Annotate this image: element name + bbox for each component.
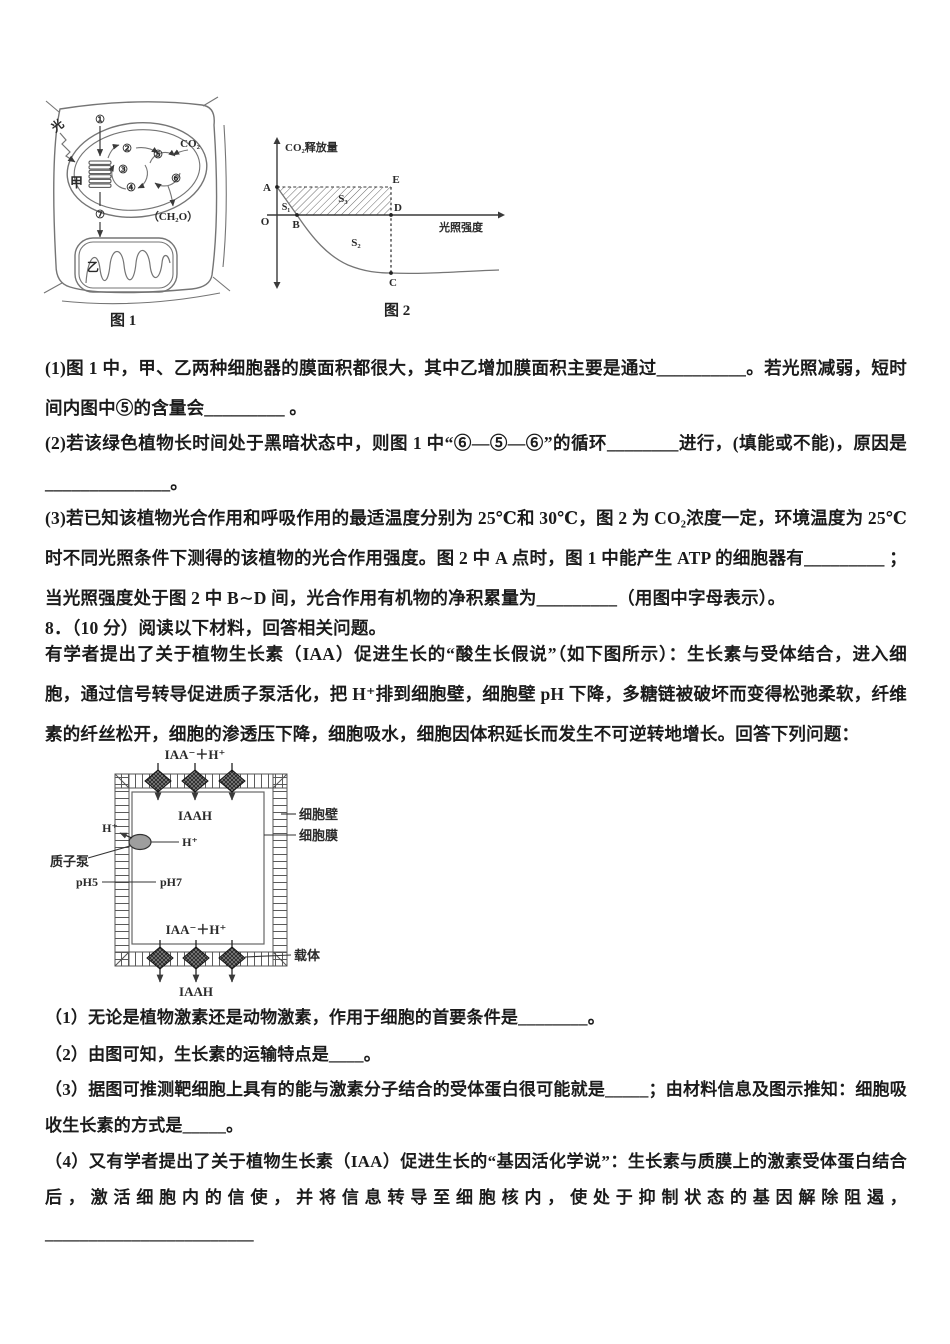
figure1-yi-label: 乙 bbox=[87, 260, 99, 274]
cycle1: ② ③ ④ bbox=[107, 143, 159, 194]
iaa-cell-membrane bbox=[131, 791, 265, 945]
figure1-step6: ⑥ bbox=[171, 173, 181, 185]
label-S1: S₁ bbox=[282, 202, 291, 213]
q8-part3: （3）据图可推测靶细胞上具有的能与激素分子结合的受体蛋白很可能就是_____；由… bbox=[45, 1080, 907, 1135]
point-a bbox=[275, 185, 279, 189]
proton-pump-leader bbox=[87, 845, 131, 859]
figure2-chart: CO₂释放量 光照强度 O A B E D C S₁ S₃ S₂ bbox=[261, 137, 505, 289]
cell-wall-outline bbox=[43, 96, 231, 305]
q8-part1: （1）无论是植物激素还是动物激素，作用于细胞的首要条件是________。 bbox=[45, 1008, 605, 1027]
figure1-cell-diagram: 光 ① 甲 ② ③ ④ ⑤ ⑥ CO₂ （CH₂O） ⑦ bbox=[43, 96, 231, 305]
mitochondrion: 乙 bbox=[74, 237, 178, 293]
iaah-top-label: IAAH bbox=[178, 808, 212, 823]
label-C: C bbox=[389, 277, 397, 289]
label-D: D bbox=[394, 202, 402, 214]
figure1-ch2o-label: （CH₂O） bbox=[148, 210, 198, 223]
figure1-step7: ⑦ bbox=[95, 209, 105, 221]
label-A: A bbox=[263, 182, 271, 194]
label-S2: S₂ bbox=[351, 237, 361, 249]
region-s3-hatched bbox=[277, 187, 391, 215]
point-c bbox=[389, 271, 393, 275]
label-B: B bbox=[292, 219, 300, 231]
iaa-cell-wall bbox=[114, 773, 288, 967]
figure1-jia-label: 甲 bbox=[70, 175, 83, 190]
q7-part2: (2)若该绿色植物长时间处于黑暗状态中，则图 1 中“⑥—⑤—⑥”的循环____… bbox=[45, 433, 907, 493]
label-O: O bbox=[261, 216, 270, 228]
figure2-ylabel: CO₂释放量 bbox=[285, 140, 338, 154]
ph5-label: pH5 bbox=[76, 875, 98, 889]
q8-intro: 有学者提出了关于植物生长素（IAA）促进生长的“酸生长假说”（如下图所示）：生长… bbox=[45, 644, 907, 744]
cycle2: ⑤ ⑥ bbox=[149, 149, 181, 189]
figure1-caption: 图 1 bbox=[110, 313, 137, 329]
point-b bbox=[295, 213, 299, 217]
figure1-step5: ⑤ bbox=[153, 149, 163, 161]
carrier-leader bbox=[244, 954, 292, 958]
proton-pump-label: 质子泵 bbox=[50, 854, 89, 869]
iaa-top-label: IAA⁻＋H⁺ bbox=[165, 747, 226, 762]
q7-part3: (3)若已知该植物光合作用和呼吸作用的最适温度分别为 25℃和 30℃，图 2 … bbox=[45, 508, 907, 608]
proton-pump bbox=[128, 833, 152, 851]
ph7-label: pH7 bbox=[160, 875, 182, 889]
cell-membrane-label: 细胞膜 bbox=[299, 828, 338, 843]
iaah-bottom-label: IAAH bbox=[179, 984, 213, 999]
light-zigzag-arrow bbox=[59, 132, 76, 163]
chloroplast bbox=[66, 121, 208, 219]
q8-part4: （4）又有学者提出了关于植物生长素（IAA）促进生长的“基因活化学说”：生长素与… bbox=[45, 1152, 907, 1243]
figure1-step3: ③ bbox=[118, 164, 128, 176]
pump-export-arrow bbox=[119, 832, 133, 839]
label-S3: S₃ bbox=[338, 193, 348, 205]
carrier-label: 载体 bbox=[294, 948, 321, 963]
h-plus-inside-label: H⁺ bbox=[182, 835, 198, 849]
figure2-caption: 图 2 bbox=[384, 303, 411, 319]
figure2-xlabel: 光照强度 bbox=[438, 220, 484, 234]
co2-curve bbox=[276, 186, 500, 275]
q8-part2: （2）由图可知，生长素的运输特点是____。 bbox=[45, 1045, 381, 1064]
q8-iaa-diagram: IAA⁻＋H⁺ IAAH H⁺ H⁺ 质子泵 pH5 pH7 IAA⁻＋H⁺ bbox=[50, 747, 338, 999]
q7-part1: (1)图 1 中，甲、乙两种细胞器的膜面积都很大，其中乙增加膜面积主要是通过__… bbox=[45, 358, 907, 418]
y-axis-arrow-down bbox=[273, 282, 281, 289]
co2-arrow bbox=[172, 149, 189, 156]
q8-heading: 8．（10 分）阅读以下材料，回答相关问题。 bbox=[45, 618, 387, 638]
bottom-carriers bbox=[146, 946, 246, 970]
thylakoid-stack bbox=[88, 160, 112, 188]
figure1-co2-label: CO₂ bbox=[180, 138, 201, 150]
h-plus-wall-label: H⁺ bbox=[102, 821, 118, 835]
point-d bbox=[389, 213, 393, 217]
cell-wall-label: 细胞壁 bbox=[299, 807, 338, 822]
figure1-light-label: 光 bbox=[47, 116, 66, 136]
y-axis-arrow-up bbox=[273, 137, 281, 144]
label-E: E bbox=[392, 174, 399, 186]
x-axis-arrow bbox=[498, 211, 505, 219]
figure1-step1: ① bbox=[95, 114, 105, 126]
figure1-step2: ② bbox=[122, 143, 132, 155]
iaa-bottom-label: IAA⁻＋H⁺ bbox=[166, 922, 227, 937]
top-carriers bbox=[144, 769, 246, 793]
figure1-step4: ④ bbox=[126, 182, 136, 194]
ch2o-arrow bbox=[167, 185, 176, 207]
